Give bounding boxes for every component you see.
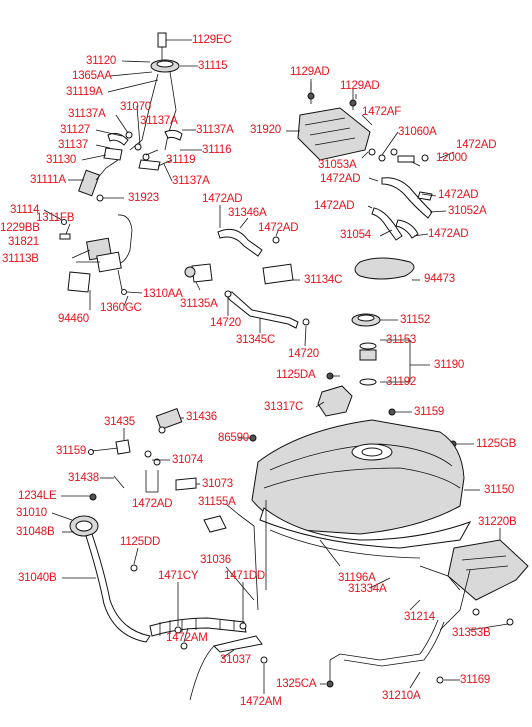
label-1125GB: 1125GB <box>476 438 517 450</box>
label-31150: 31150 <box>484 484 515 496</box>
label-94473: 94473 <box>424 273 455 285</box>
label-1234LE: 1234LE <box>18 490 57 502</box>
label-1472AD-h: 1472AD <box>132 498 173 510</box>
label-1472AD-g: 1472AD <box>258 222 299 234</box>
label-31159-b: 31159 <box>56 445 87 457</box>
label-31052A: 31052A <box>448 205 487 217</box>
label-1129EC: 1129EC <box>192 34 232 46</box>
fuel-tank <box>251 419 472 559</box>
label-31053A: 31053A <box>318 159 357 171</box>
label-31119A: 31119A <box>66 86 103 98</box>
heat-shield <box>439 539 529 631</box>
label-31436: 31436 <box>186 411 217 423</box>
label-31345C: 31345C <box>236 334 276 346</box>
label-1472AD-a: 1472AD <box>456 139 497 151</box>
label-1125DD: 1125DD <box>120 536 161 548</box>
label-31920: 31920 <box>250 124 281 136</box>
label-31134C: 31134C <box>304 274 343 286</box>
label-1129AD-a: 1129AD <box>290 66 330 78</box>
label-1472AD-c: 1472AD <box>438 189 479 201</box>
label-1472AD-e: 1472AD <box>428 228 469 240</box>
label-31159-a: 31159 <box>414 406 445 418</box>
label-31438: 31438 <box>68 472 99 484</box>
filler-cap <box>317 257 415 417</box>
label-31040B: 31040B <box>18 572 57 584</box>
label-31119: 31119 <box>166 154 196 166</box>
label-31190: 31190 <box>434 359 465 371</box>
label-31115: 31115 <box>198 60 228 72</box>
fuel-pump-assembly <box>78 32 183 202</box>
fuel-sender-unit <box>59 214 133 295</box>
label-1311FB: 1311FB <box>36 212 75 224</box>
label-31137A-c: 31137A <box>196 124 234 136</box>
label-1365AA: 1365AA <box>72 70 112 82</box>
label-31037: 31037 <box>220 654 251 666</box>
label-1471CY: 1471CY <box>158 570 199 582</box>
label-31114: 31114 <box>10 204 40 216</box>
label-31054: 31054 <box>340 229 371 241</box>
label-31137A-d: 31137A <box>172 175 210 187</box>
label-31435: 31435 <box>104 416 135 428</box>
label-31135A: 31135A <box>180 298 218 310</box>
label-12000: 12000 <box>436 152 467 164</box>
label-31120: 31120 <box>86 55 117 67</box>
label-31152: 31152 <box>400 314 431 326</box>
label-1472AM-a: 1472AM <box>166 632 208 644</box>
label-94460: 94460 <box>58 313 89 325</box>
label-31060A: 31060A <box>398 126 437 138</box>
label-1360GC: 1360GC <box>100 302 142 314</box>
label-1125DA: 1125DA <box>276 369 316 381</box>
label-31214: 31214 <box>404 611 435 623</box>
label-31923: 31923 <box>128 192 159 204</box>
label-31821: 31821 <box>8 236 39 248</box>
label-14720-a: 14720 <box>210 317 241 329</box>
leader-lines <box>43 39 509 694</box>
label-31074: 31074 <box>172 454 203 466</box>
label-31137: 31137 <box>58 139 89 151</box>
label-31116: 31116 <box>202 144 232 156</box>
label-31153: 31153 <box>386 334 417 346</box>
label-14720-b: 14720 <box>288 348 319 360</box>
tank-straps <box>326 565 461 688</box>
label-31192: 31192 <box>386 376 417 388</box>
label-31113B: 31113B <box>2 253 39 265</box>
label-31346A: 31346A <box>228 207 267 219</box>
label-31036: 31036 <box>200 554 231 566</box>
label-31010: 31010 <box>16 507 47 519</box>
label-31137A-a: 31137A <box>68 108 106 120</box>
label-31334A: 31334A <box>348 583 387 595</box>
label-31210A: 31210A <box>382 690 421 702</box>
label-1310AA: 1310AA <box>143 288 183 300</box>
label-1229BB: 1229BB <box>0 222 40 234</box>
label-31048B: 31048B <box>16 526 55 538</box>
label-1472AD-f: 1472AD <box>202 193 243 205</box>
canister-assembly <box>297 82 433 241</box>
label-86590: 86590 <box>218 432 249 444</box>
label-31127: 31127 <box>60 124 91 136</box>
label-31155A: 31155A <box>198 496 236 508</box>
label-1472AM-b: 1472AM <box>240 696 282 708</box>
label-1325CA: 1325CA <box>276 678 317 690</box>
label-31220B: 31220B <box>478 516 517 528</box>
label-31111A: 31111A <box>30 174 66 186</box>
label-31070: 31070 <box>120 101 151 113</box>
label-31196A: 31196A <box>338 572 376 584</box>
label-1472AD-b: 1472AD <box>320 173 361 185</box>
label-31169: 31169 <box>460 674 491 686</box>
label-31137A-b: 31137A <box>140 115 178 127</box>
filler-neck <box>69 500 268 701</box>
label-1472AF: 1472AF <box>362 106 402 118</box>
label-1471DD: 1471DD <box>224 570 265 582</box>
label-31130: 31130 <box>46 154 77 166</box>
label-31073: 31073 <box>202 478 233 490</box>
vent-hoses <box>184 228 310 329</box>
label-31353B: 31353B <box>452 627 491 639</box>
label-1129AD-b: 1129AD <box>340 80 380 92</box>
label-1472AD-d: 1472AD <box>314 200 355 212</box>
filler-neck-small-parts <box>88 408 457 501</box>
label-31317C: 31317C <box>264 401 304 413</box>
